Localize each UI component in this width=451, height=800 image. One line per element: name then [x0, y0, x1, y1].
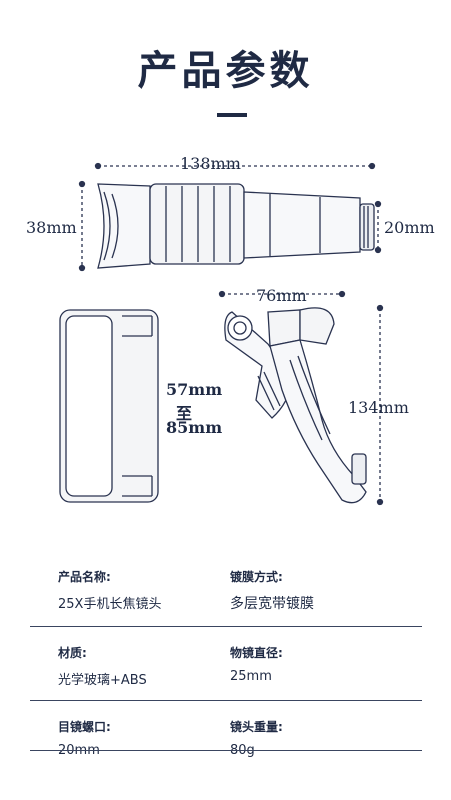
row-divider [30, 626, 422, 627]
params-row-3: 目镜螺口: 20mm 镜头重量: 80g [30, 710, 422, 770]
param-objective-diameter: 物镜直径: 25mm [230, 644, 420, 684]
param-value: 光学玻璃+ABS [58, 673, 147, 688]
param-material: 材质: 光学玻璃+ABS [58, 644, 248, 688]
lens-rear-diameter-label: 20mm [384, 218, 435, 237]
clip-range-to-label: 至 [176, 404, 193, 423]
lens-length-label: 138mm [180, 154, 241, 173]
param-label: 镀膜方式: [230, 570, 283, 584]
product-illustration [59, 162, 384, 506]
param-label: 材质: [58, 646, 87, 660]
param-value: 25mm [230, 669, 272, 684]
product-params: 产品名称: 25X手机长焦镜头 镀膜方式: 多层宽带镀膜 材质: 光学玻璃+AB… [30, 560, 422, 770]
param-label: 目镜螺口: [58, 720, 111, 734]
page-title: 产品参数 [137, 48, 314, 94]
param-label: 镜头重量: [230, 720, 283, 734]
param-label: 物镜直径: [230, 646, 283, 660]
param-weight: 镜头重量: 80g [230, 718, 420, 758]
product-diagram: 138mm 38mm 20mm 76mm 57mm 至 85mm 134mm [0, 140, 451, 530]
clip-width-label: 76mm [256, 286, 307, 305]
row-divider [30, 750, 422, 751]
param-label: 产品名称: [58, 570, 111, 584]
param-eyepiece-thread: 目镜螺口: 20mm [58, 718, 248, 758]
params-row-1: 产品名称: 25X手机长焦镜头 镀膜方式: 多层宽带镀膜 [30, 560, 422, 620]
lens-front-diameter-label: 38mm [26, 218, 77, 237]
clip-height-label: 134mm [348, 398, 409, 417]
params-row-2: 材质: 光学玻璃+ABS 物镜直径: 25mm [30, 636, 422, 696]
row-divider [30, 700, 422, 701]
param-product-name: 产品名称: 25X手机长焦镜头 [58, 568, 248, 612]
clip-range-max-label: 85mm [166, 418, 223, 437]
param-coating: 镀膜方式: 多层宽带镀膜 [230, 568, 420, 613]
clip-range-min-label: 57mm [166, 380, 223, 399]
param-value: 25X手机长焦镜头 [58, 597, 162, 612]
title-underline [217, 113, 247, 117]
param-value: 多层宽带镀膜 [230, 596, 314, 612]
